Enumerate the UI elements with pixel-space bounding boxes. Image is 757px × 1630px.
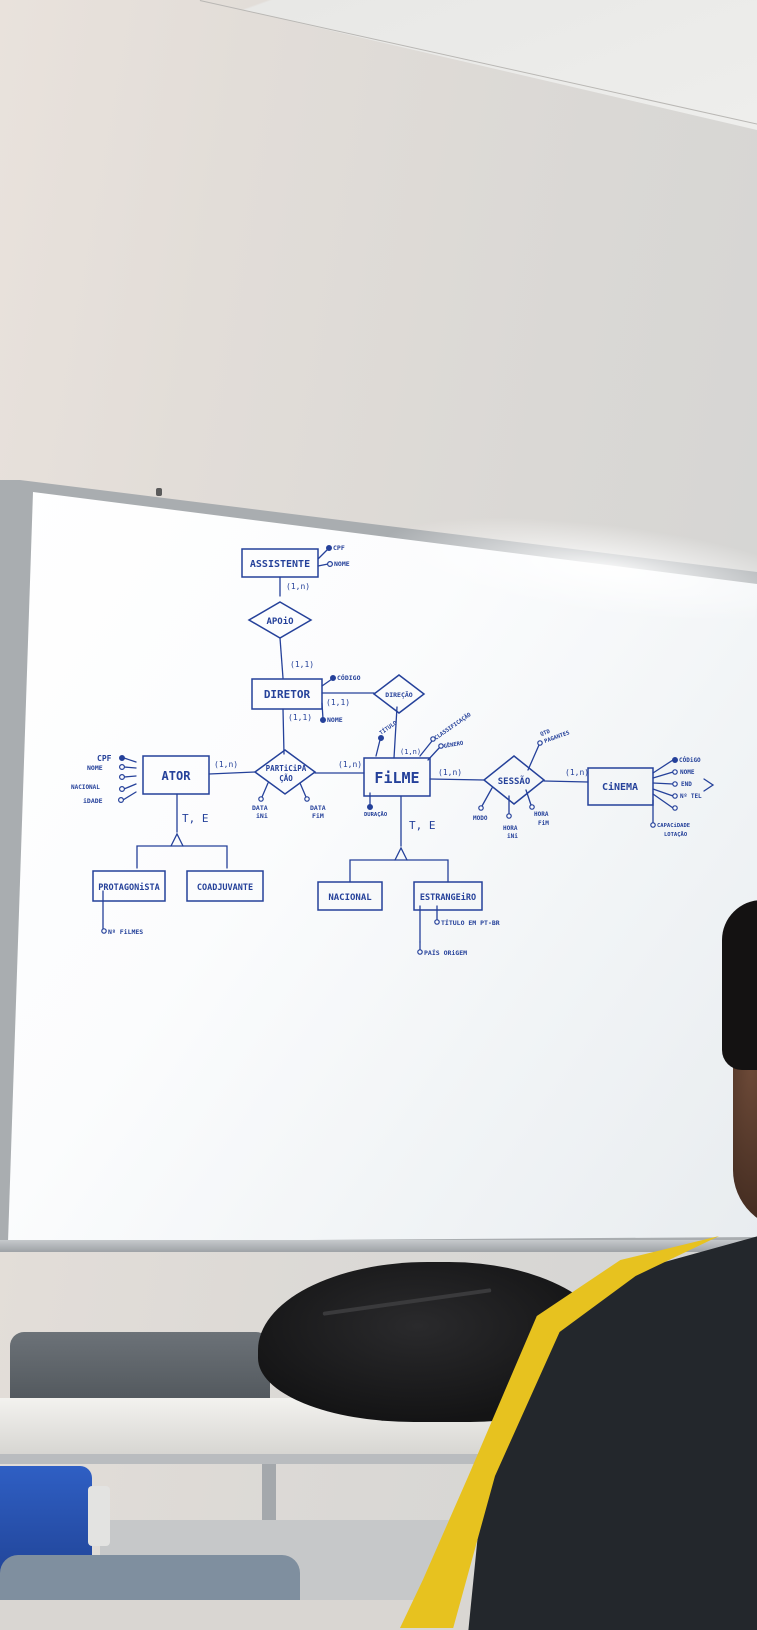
entity-filme [363,757,431,797]
attr-sessao-hora-fim-2: FiM [538,820,549,827]
attr-ator-nome: NOME [87,764,103,772]
attr-filme-duracao: DURAÇÃO [364,811,388,818]
attr-sessao-hora-ini-2: iNi [507,833,518,840]
entity-diretor [251,678,323,710]
specialization-ator-label: T, E [182,812,209,825]
cardinality-diretor-direcao: (1,1) [326,698,350,707]
attr-assistente-nome: NOME [334,560,350,568]
cardinality-ator-participacao: (1,n) [214,760,238,769]
attr-part-data-ini-2: iNi [256,812,268,820]
entity-nacional [317,881,383,911]
attr-sessao-hora-fim-1: HORA [534,811,549,818]
entity-estrangeiro-label: ESTRANGEiRO [420,892,476,903]
cardinality-assistente-apoio: (1,n) [286,582,310,591]
cardinality-apoio-diretor: (1,1) [290,660,314,669]
attr-filme-classificacao: CLASSIFICAÇÃO [433,711,473,742]
entity-diretor-label: DIRETOR [264,688,311,701]
attr-cinema-codigo: CÓDiGO [679,757,701,764]
relationship-participacao-label-2: ÇÃO [279,774,293,783]
relationship-direcao [372,674,426,714]
specialization-filme-label: T, E [409,819,436,832]
entity-coadjuvante [186,870,264,902]
attr-diretor-codigo: CÓDIGO [337,673,361,682]
relationship-participacao [253,749,317,795]
person-hair [722,900,757,1070]
relationship-apoio-label: APOiO [266,616,294,627]
attr-part-data-fim-1: DATA [310,804,326,812]
wall-hook [156,488,162,496]
attr-cinema-end: END [681,781,692,788]
attr-filme-genero: GÊNERO [443,739,465,750]
seat-foreground [0,1555,300,1600]
attr-cinema-tel: Nº TEL [680,793,702,800]
attr-ator-nacional: NACIONAL [71,784,100,791]
whiteboard-marker-tray [0,1240,757,1252]
entity-cinema [587,767,654,806]
attr-protagonista-filmes: Nº FiLMES [108,928,143,936]
attr-estrangeiro-titulo: TÍTULO EM PT-BR [441,918,500,927]
cardinality-participacao-filme: (1,n) [338,760,362,769]
relationship-direcao-label: DIREÇÃO [385,690,412,699]
cardinality-diretor-participacao: (1,1) [288,713,312,722]
cardinality-filme-direcao: (1,n) [400,748,421,756]
attr-part-data-ini-1: DATA [252,804,268,812]
attr-cinema-capacidade-1: CAPACiDADE [657,823,690,829]
attr-ator-idade: iDADE [83,797,103,805]
classroom-chair [10,1332,270,1410]
attr-sessao-qtd-pagantes-1: QTD [540,729,552,738]
chair-clip [88,1486,110,1546]
attr-part-data-fim-2: FiM [312,812,324,820]
entity-protagonista-label: PROTAGONiSTA [98,882,159,893]
relationship-participacao-label-1: PARTiCiPA [266,764,307,773]
cardinality-filme-sessao: (1,n) [438,768,462,777]
entity-ator [142,755,210,795]
entity-assistente [241,548,319,578]
entity-protagonista [92,870,166,902]
relationship-sessao [482,755,546,805]
entity-ator-label: ATOR [162,769,192,783]
attr-diretor-nome: NOME [327,716,343,724]
relationship-sessao-label: SESSÃO [498,776,531,787]
attr-sessao-hora-ini-1: HORA [503,825,518,832]
entity-assistente-label: ASSISTENTE [250,559,310,570]
entity-coadjuvante-label: COADJUVANTE [197,883,253,893]
attr-assistente-cpf: CPF [333,544,345,552]
attr-ator-cpf: CPF [97,754,112,763]
entity-nacional-label: NACIONAL [328,893,372,903]
attr-sessao-modo: MODO [473,815,488,822]
attr-estrangeiro-pais: PAÍS ORiGEM [424,948,467,957]
entity-estrangeiro [413,881,483,911]
entity-filme-label: FiLME [374,769,419,787]
attr-cinema-nome: NOME [680,769,695,776]
cardinality-sessao-cinema: (1,n) [565,768,589,777]
desk-leg [262,1464,276,1524]
attr-cinema-capacidade-2: LOTAÇÃO [664,831,688,838]
relationship-apoio [247,601,313,639]
entity-cinema-label: CiNEMA [602,781,638,793]
